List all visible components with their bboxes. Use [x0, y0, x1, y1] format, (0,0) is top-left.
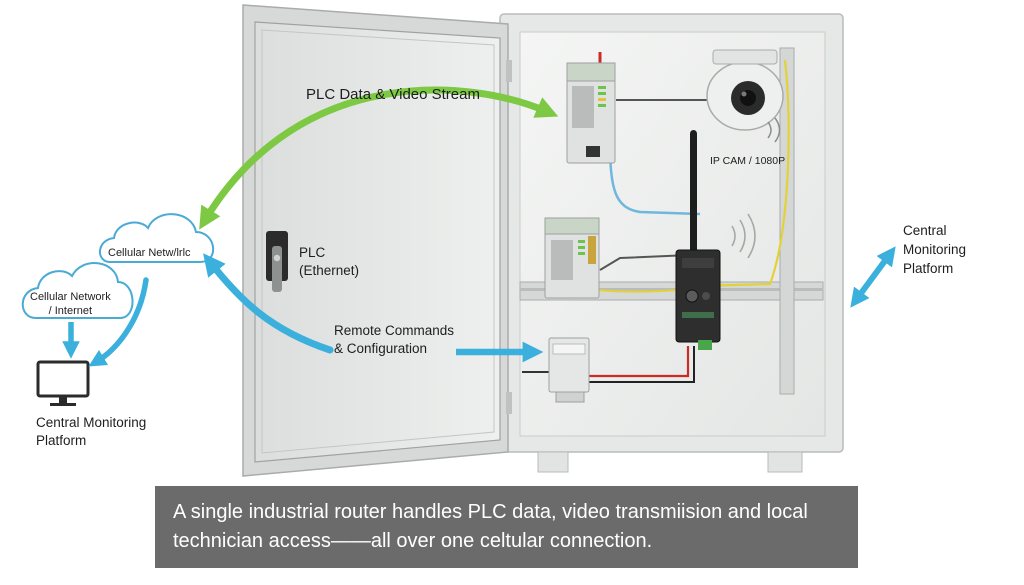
label-ip-cam: IP CAM / 1080P: [710, 155, 786, 167]
power-supply-module: [548, 337, 590, 403]
plc-module-middle: [544, 217, 600, 299]
label-central-monitoring-left: Central Monitoring Platform: [36, 415, 147, 448]
label-central-monitoring-right: Central Monitoring Platform: [903, 223, 967, 276]
cloud-icon: [99, 213, 215, 263]
caption-text: A single industrial router handles PLC d…: [173, 501, 808, 552]
antenna-icon: [690, 130, 697, 258]
cloud-icon-secondary: [21, 262, 134, 319]
label-plc-ethernet: PLC (Ethernet): [299, 245, 360, 278]
plc-module-top: [566, 62, 616, 164]
arrow-plc-data-stream: [199, 86, 559, 230]
label-remote-commands: Remote Commands & Configuration: [334, 323, 455, 356]
arrow-right-platform: [850, 246, 896, 308]
door-handle-icon[interactable]: [266, 231, 288, 292]
caption-box: A single industrial router handles PLC d…: [155, 486, 858, 568]
arrow-cloud-to-monitor: [88, 277, 149, 367]
industrial-router: [675, 249, 721, 350]
label-plc-data-stream: PLC Data & Video Stream: [306, 86, 480, 103]
wireless-signal-icon: [731, 213, 756, 259]
monitor-icon: [36, 360, 90, 406]
arrow-remote-commands: [203, 253, 334, 354]
label-cellular-network: Cellular Netw/lrlc: [108, 247, 191, 259]
ip-camera-icon: [706, 49, 784, 143]
label-cellular-network-internet: Cellular Network / Internet: [30, 291, 111, 317]
